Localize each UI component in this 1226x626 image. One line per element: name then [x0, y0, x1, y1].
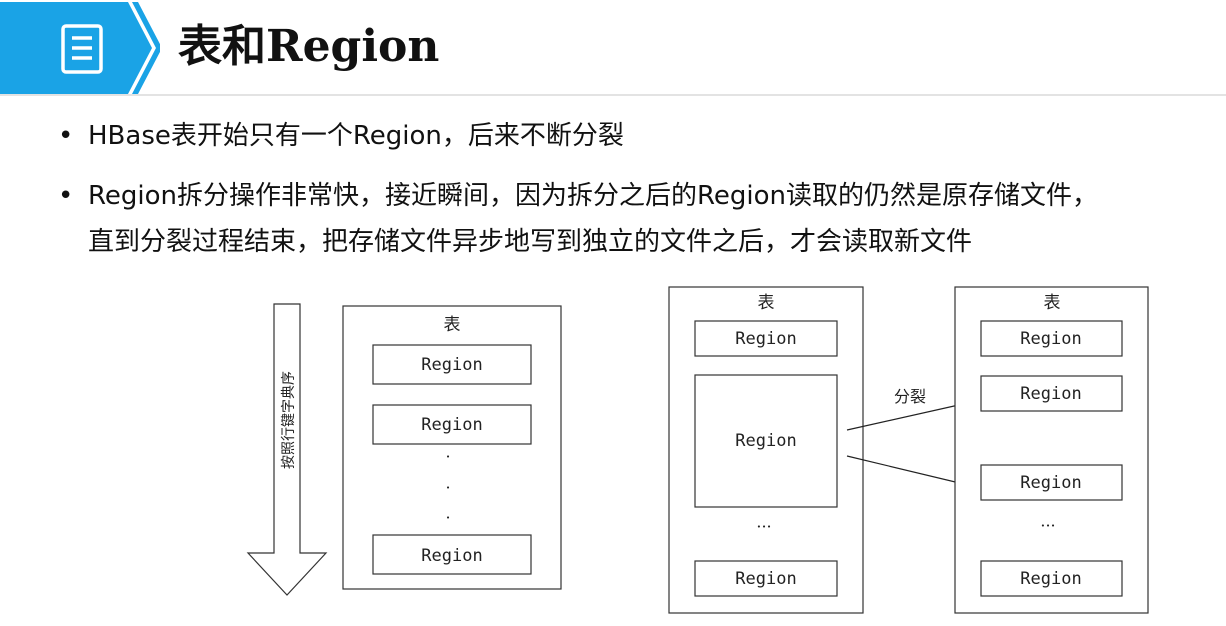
bullet-dot-1: •: [58, 121, 74, 151]
left-table: 表 Region Region · · · Region: [342, 305, 562, 590]
header-band: 表和Region: [0, 2, 1226, 96]
after-region-label-2: Region: [1020, 384, 1081, 404]
before-region-label-large: Region: [735, 431, 796, 451]
before-ellipsis: ···: [756, 517, 771, 536]
before-region-box-3: [694, 560, 838, 597]
before-table-label: 表: [758, 293, 775, 313]
split-arrow-lower: [846, 455, 974, 489]
left-region-box-3: [372, 534, 532, 575]
title-accent-chevron: [132, 2, 160, 94]
left-ellipsis-dot-2: ·: [445, 478, 450, 497]
bullet-2-line-2: 直到分裂过程结束，把存储文件异步地写到独立的文件之后，才会读取新文件: [88, 227, 973, 257]
left-ellipsis-dot-1: ·: [445, 447, 450, 466]
bullet-2-line-1: Region拆分操作非常快，接近瞬间，因为拆分之后的Region读取的仍然是原存…: [88, 181, 1099, 211]
row-key-order-label: 按照行键字典序: [281, 371, 297, 469]
after-region-label-4: Region: [1020, 569, 1081, 589]
left-region-label-3: Region: [421, 546, 482, 566]
before-region-box-large: [694, 374, 838, 508]
before-region-label-1: Region: [735, 329, 796, 349]
after-region-box-1: [980, 320, 1123, 357]
left-region-label-2: Region: [421, 415, 482, 435]
left-region-label-1: Region: [421, 355, 482, 375]
after-region-box-2: [980, 375, 1123, 412]
left-region-box-2: [372, 404, 532, 445]
left-region-box-1: [372, 344, 532, 385]
bullet-dot-2: •: [58, 181, 74, 211]
after-region-label-3: Region: [1020, 473, 1081, 493]
before-split-table: 表 Region Region ··· Region: [668, 286, 864, 614]
after-ellipsis: ···: [1040, 516, 1055, 535]
bullet-1-text: HBase表开始只有一个Region，后来不断分裂: [88, 121, 624, 151]
after-split-table: 表 Region Region Region ··· Region: [954, 286, 1149, 614]
row-key-order-arrow: [246, 303, 328, 596]
after-region-label-1: Region: [1020, 329, 1081, 349]
document-list-icon: [61, 24, 103, 74]
title-accent: [0, 2, 160, 94]
before-region-label-3: Region: [735, 569, 796, 589]
left-ellipsis-dot-3: ·: [445, 508, 450, 527]
after-table-label: 表: [1044, 293, 1061, 313]
split-arrow-upper: [846, 399, 974, 431]
after-region-box-3: [980, 464, 1123, 501]
split-label: 分裂: [894, 387, 926, 406]
before-region-box-1: [694, 320, 838, 357]
after-region-box-4: [980, 560, 1123, 597]
left-table-label: 表: [444, 315, 461, 335]
header-divider: [0, 94, 1226, 96]
page-title: 表和Region: [178, 21, 440, 72]
